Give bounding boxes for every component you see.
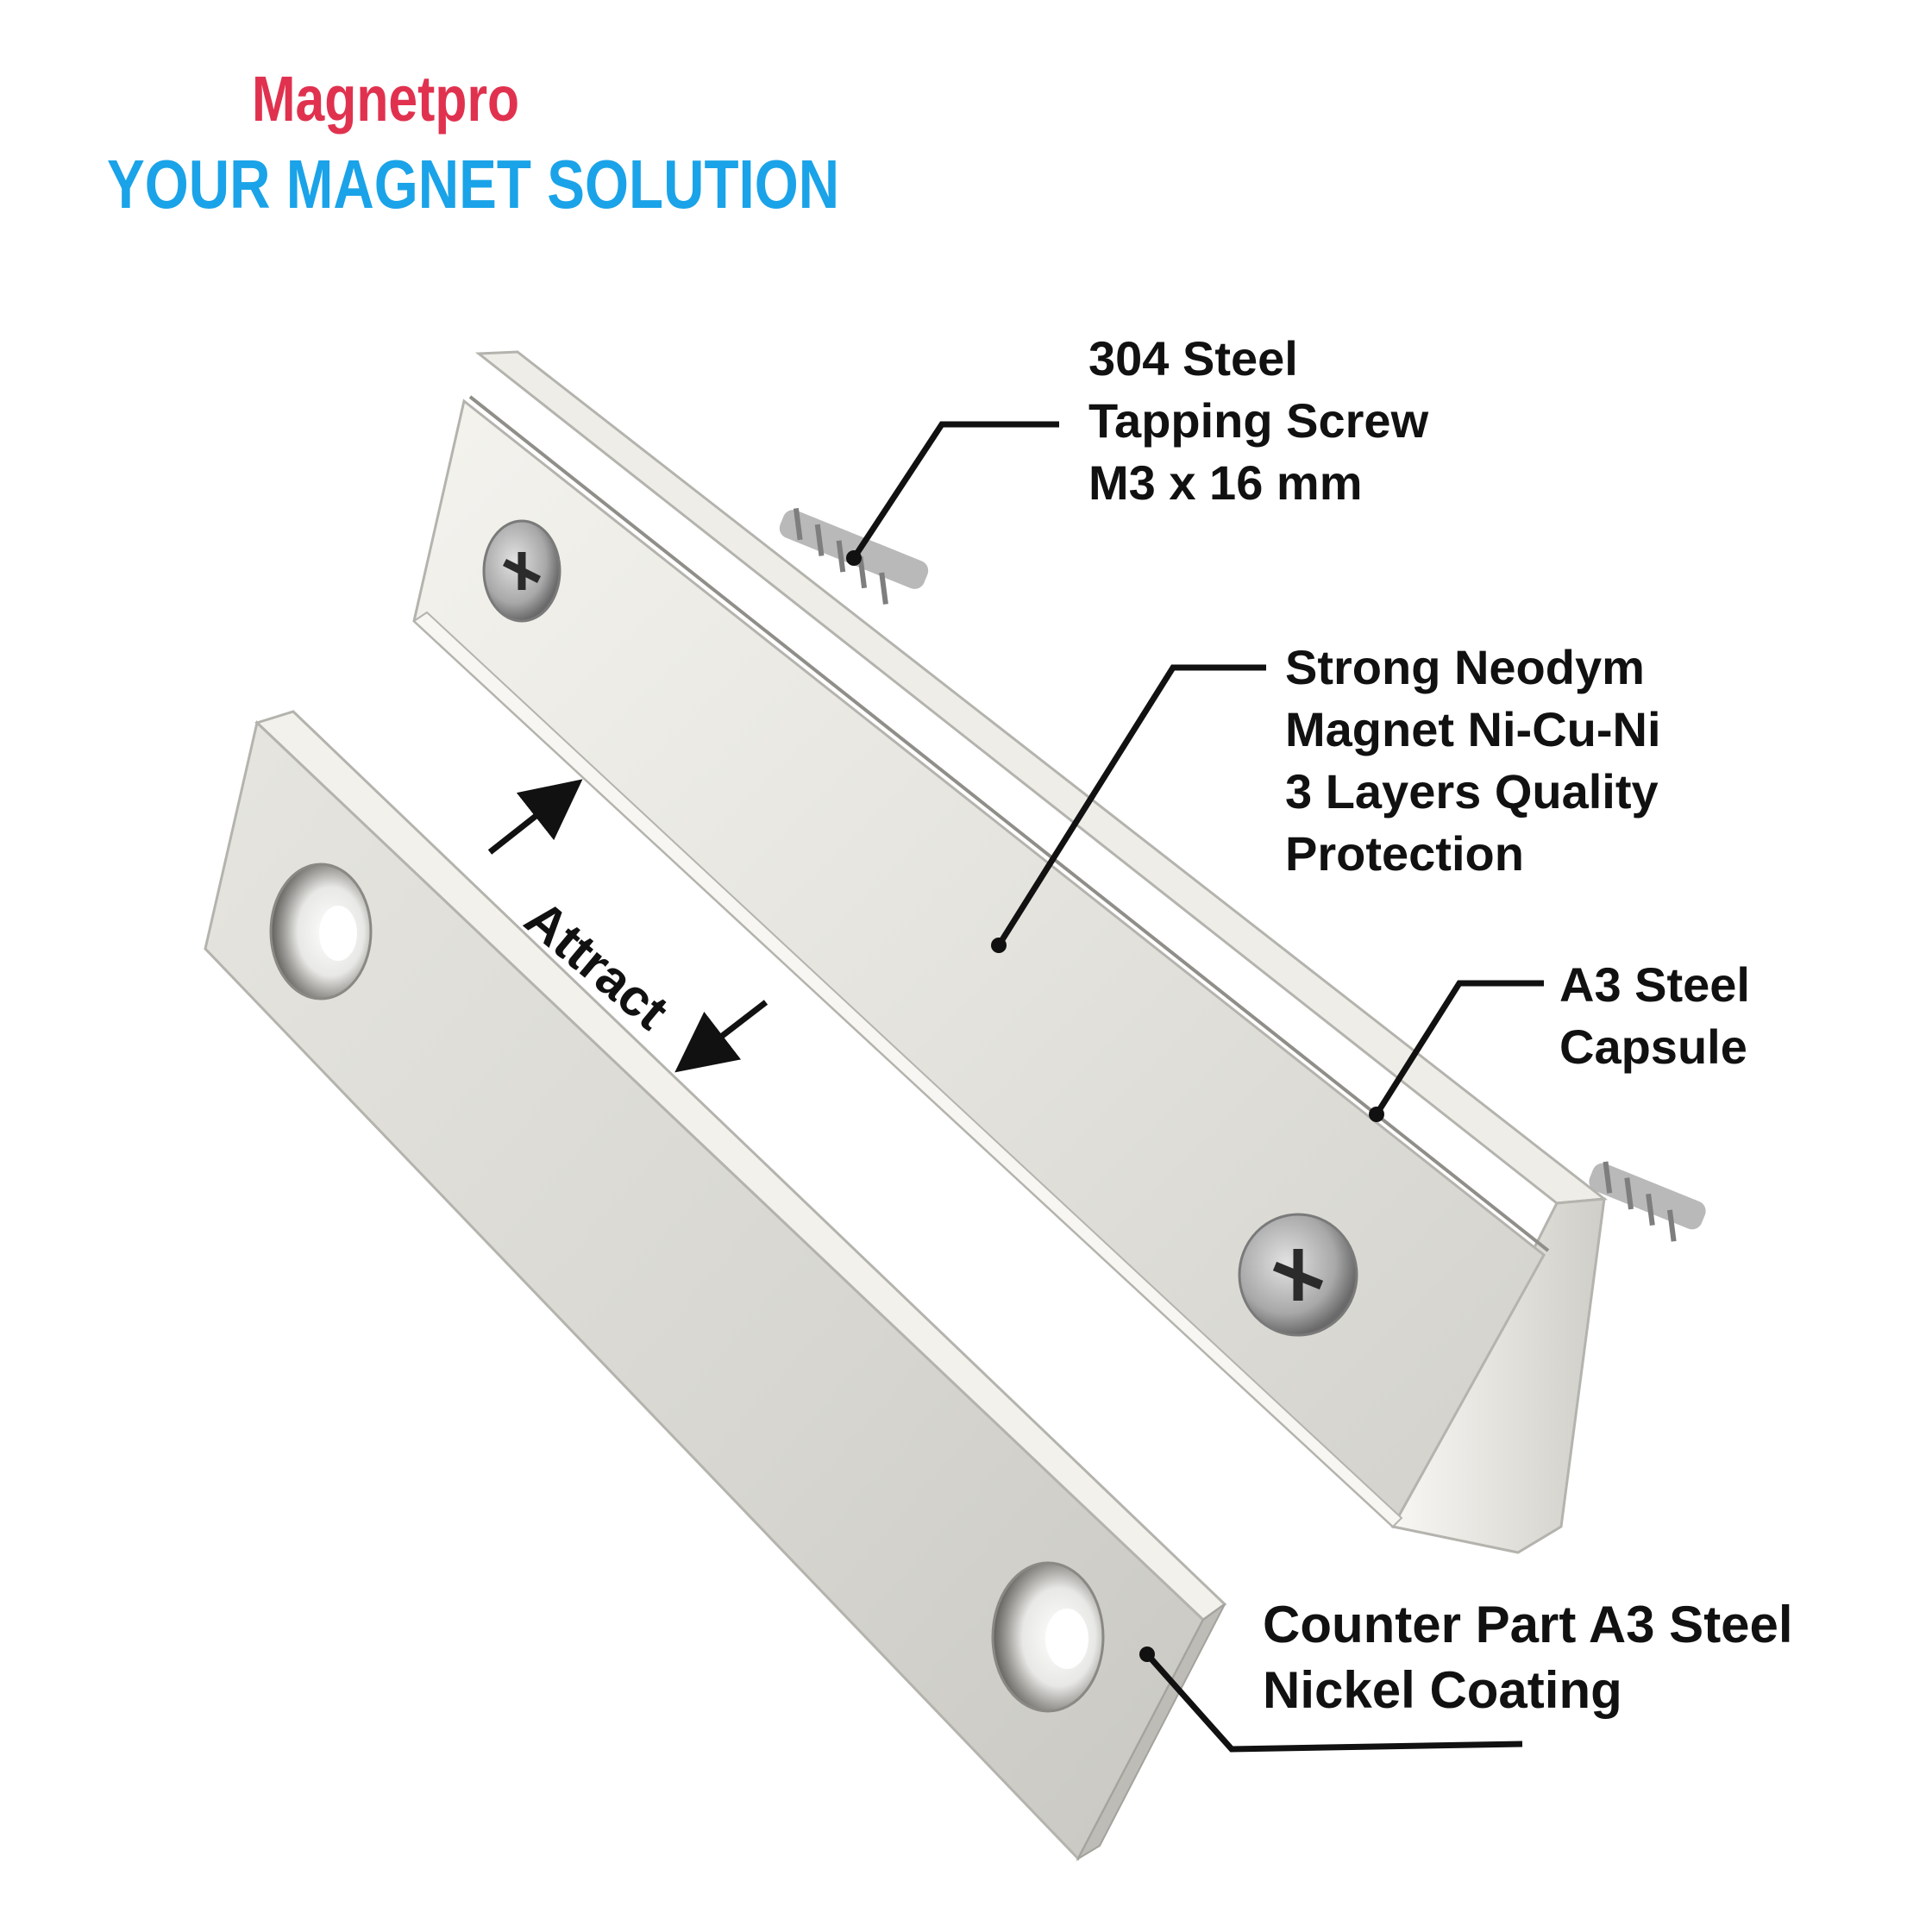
callout-line: Nickel Coating (1263, 1661, 1622, 1719)
brand-tagline: YOUR MAGNET SOLUTION (107, 146, 840, 223)
callout-line: Protection (1285, 826, 1524, 881)
callout-counter-part: Counter Part A3 Steel Nickel Coating (1263, 1592, 1793, 1723)
leader-screw (846, 421, 1059, 566)
leader-magnet (991, 664, 1266, 953)
callout-line: Capsule (1559, 1019, 1747, 1074)
callout-steel-capsule: A3 Steel Capsule (1559, 954, 1750, 1078)
callout-line: 304 Steel (1088, 331, 1298, 386)
countersunk-hole-top (269, 862, 373, 1000)
callout-line: Strong Neodym (1285, 640, 1645, 694)
callout-line: 3 Layers Quality (1285, 764, 1659, 819)
attract-arrow-down (674, 1000, 768, 1073)
screw-tip-bottom (1589, 1161, 1706, 1242)
callout-line: Magnet Ni-Cu-Ni (1285, 702, 1661, 756)
callout-line: Tapping Screw (1088, 393, 1429, 448)
screw-head-top (482, 519, 561, 623)
callout-line: A3 Steel (1559, 957, 1750, 1012)
callout-line: Counter Part A3 Steel (1263, 1596, 1793, 1653)
leader-capsule (1369, 980, 1544, 1122)
attract-arrow-up (487, 779, 583, 855)
callout-tapping-screw: 304 Steel Tapping Screw M3 x 16 mm (1088, 328, 1428, 514)
plate-side-edge (1076, 1603, 1226, 1861)
callout-line: M3 x 16 mm (1088, 455, 1363, 510)
screw-tip-top (779, 508, 929, 605)
screw-head-bottom (1238, 1213, 1358, 1337)
magnet-channel (412, 350, 1706, 1554)
leader-counter (1139, 1647, 1523, 1753)
countersunk-hole-bottom (991, 1561, 1105, 1713)
brand-name: Magnetpro (252, 63, 520, 135)
counter-plate (204, 710, 1227, 1861)
callout-neodym-magnet: Strong Neodym Magnet Ni-Cu-Ni 3 Layers Q… (1285, 637, 1661, 885)
